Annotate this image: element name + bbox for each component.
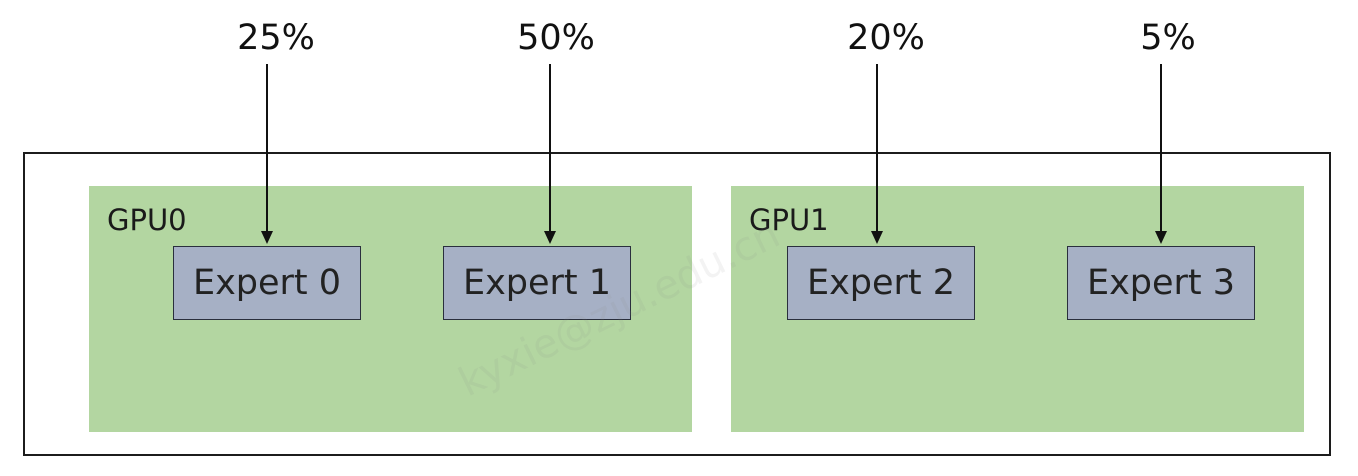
gpu0-label: GPU0 (107, 203, 187, 237)
arrow-expert-3-head (1155, 231, 1167, 244)
expert-2-box: Expert 2 (787, 246, 975, 320)
load-percent-expert-3: 5% (1140, 18, 1196, 58)
gpu1-label: GPU1 (749, 203, 829, 237)
expert-3-box: Expert 3 (1067, 246, 1255, 320)
arrow-expert-1-head (544, 231, 556, 244)
arrow-expert-0-head (261, 231, 273, 244)
expert-1-box: Expert 1 (443, 246, 631, 320)
expert-0-box: Expert 0 (173, 246, 361, 320)
load-percent-expert-1: 50% (517, 18, 595, 58)
load-percent-expert-2: 20% (847, 18, 925, 58)
arrow-expert-2-head (871, 231, 883, 244)
load-percent-expert-0: 25% (237, 18, 315, 58)
